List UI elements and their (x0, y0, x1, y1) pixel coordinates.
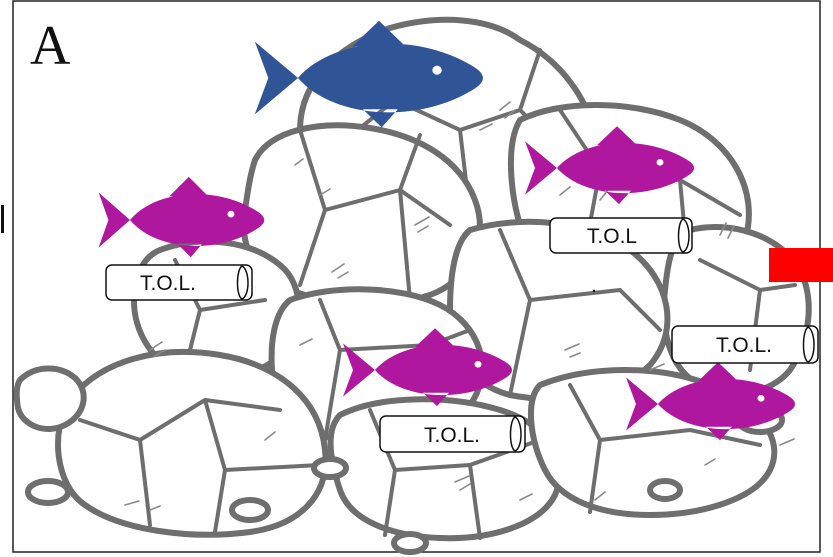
tol-label: T.O.L. (716, 334, 772, 357)
fish-eye (432, 65, 442, 75)
tol-tag-right: T.O.L. (671, 325, 819, 364)
fish-eye (474, 360, 482, 368)
fish-magenta-center (343, 328, 512, 407)
fish-magenta-upper-right (525, 126, 694, 205)
tol-label: T.O.L. (424, 424, 480, 447)
tol-tag-upper-right: T.O.L (549, 217, 693, 254)
tol-label: T.O.L (587, 225, 637, 248)
stray-period: . (591, 274, 597, 297)
fish-eye (757, 394, 765, 402)
tol-tag-left: T.O.L. (105, 264, 253, 301)
red-rectangle-marker (769, 248, 833, 282)
fish-blue (254, 20, 483, 128)
fish-magenta-lower-right (626, 362, 795, 441)
fish-eye (656, 158, 664, 166)
tol-label: T.O.L. (140, 272, 196, 295)
left-edge-mark (1, 205, 4, 233)
tol-tag-center: T.O.L. (379, 415, 526, 453)
fish-eye (227, 210, 235, 218)
panel-letter: A (30, 15, 71, 77)
fish-magenta-left (98, 176, 265, 258)
